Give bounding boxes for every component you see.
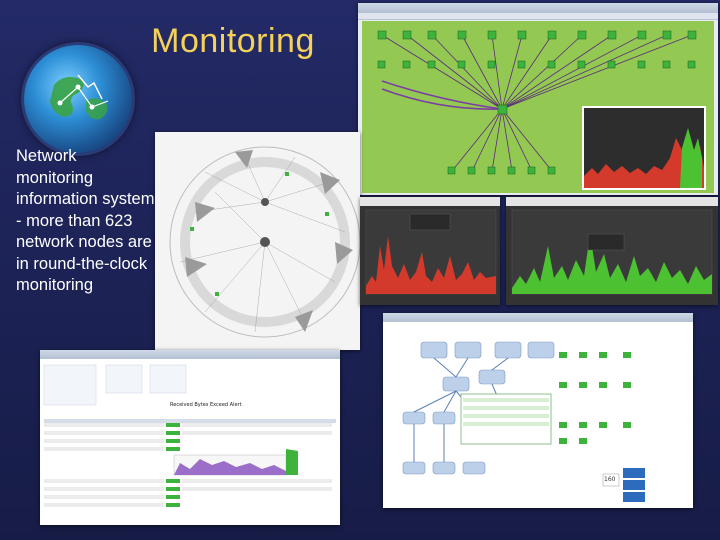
topology-traffic-inset bbox=[582, 106, 706, 190]
browser-titlebar bbox=[383, 313, 693, 322]
circular-graph-screenshot bbox=[155, 132, 360, 350]
diagram-counter: 160 bbox=[604, 476, 616, 483]
slide-title: Monitoring bbox=[151, 22, 315, 60]
browser-toolbar bbox=[358, 13, 718, 20]
chart-header bbox=[506, 197, 718, 206]
chart-header bbox=[360, 197, 500, 206]
globe-logo bbox=[24, 45, 132, 153]
traffic-chart-red bbox=[360, 197, 500, 305]
diagram-screenshot: 160 bbox=[383, 313, 693, 508]
table-heading: Received Bytes Exceed Alert bbox=[170, 402, 242, 408]
browser-titlebar bbox=[40, 350, 340, 359]
traffic-chart-green bbox=[506, 197, 718, 305]
browser-titlebar bbox=[358, 3, 718, 13]
topology-canvas bbox=[362, 21, 714, 193]
topology-screenshot bbox=[358, 3, 718, 195]
alerts-table-screenshot: Received Bytes Exceed Alert bbox=[40, 350, 340, 525]
slide-description: Network monitoring information system - … bbox=[16, 147, 155, 294]
